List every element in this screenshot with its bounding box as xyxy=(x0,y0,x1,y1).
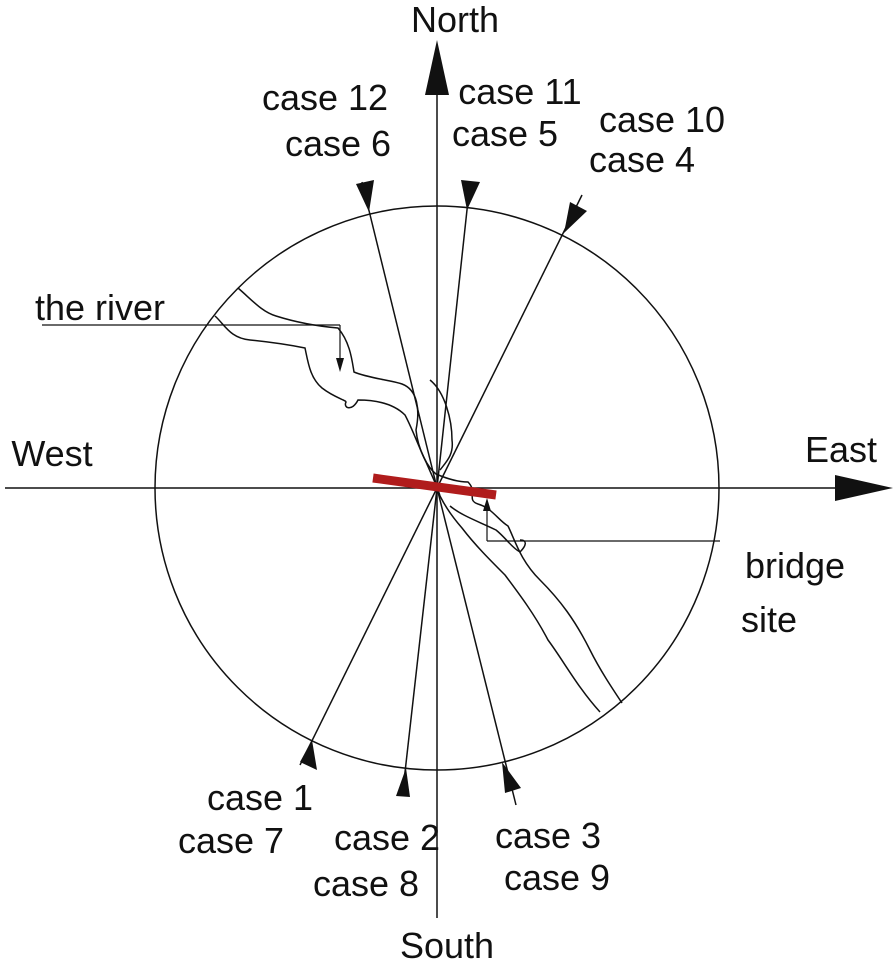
label-north: North xyxy=(411,0,499,40)
river-branch-east xyxy=(449,505,526,553)
wind-line-case-3-9 xyxy=(436,487,517,806)
label-bridge-line2: site xyxy=(741,599,797,640)
wind-arrow-case-10-4-icon xyxy=(564,202,587,233)
case-label-6: case 6 xyxy=(285,123,391,164)
river-inlet xyxy=(429,379,454,471)
label-east: East xyxy=(805,429,877,470)
case-label-11: case 11 xyxy=(458,71,581,112)
river-pointer-icon xyxy=(336,358,344,372)
label-river: the river xyxy=(35,287,165,328)
north-arrow-icon xyxy=(425,40,449,95)
river-bank-south xyxy=(214,315,601,713)
case-label-1: case 1 xyxy=(207,777,313,818)
bridge-pointer-icon xyxy=(483,498,491,511)
wind-line-case-11-5 xyxy=(436,181,471,489)
case-label-12: case 12 xyxy=(262,77,388,118)
label-west: West xyxy=(11,433,92,474)
east-arrow-icon xyxy=(835,475,893,501)
case-label-7: case 7 xyxy=(178,820,284,861)
wind-arrow-case-1-7-icon xyxy=(300,740,317,770)
case-label-8: case 8 xyxy=(313,863,419,904)
river-bank-north xyxy=(237,287,623,704)
case-label-2: case 2 xyxy=(334,817,440,858)
case-label-5: case 5 xyxy=(452,113,558,154)
case-label-9: case 9 xyxy=(504,857,610,898)
label-bridge-line1: bridge xyxy=(745,545,845,586)
wind-line-case-2-8 xyxy=(402,487,438,791)
wind-arrow-case-3-9-icon xyxy=(502,762,521,793)
wind-arrow-case-11-5-icon xyxy=(461,180,480,210)
label-south: South xyxy=(400,925,494,964)
case-label-10: case 10 xyxy=(599,99,725,140)
wind-line-case-1-7 xyxy=(299,487,438,766)
wind-arrow-case-12-6-icon xyxy=(356,180,374,212)
bridge-site xyxy=(372,473,497,500)
case-label-4: case 4 xyxy=(589,139,695,180)
case-label-3: case 3 xyxy=(495,815,601,856)
wind-line-case-12-6 xyxy=(361,181,438,489)
wind-line-case-10-4 xyxy=(436,194,583,489)
wind-arrow-case-2-8-icon xyxy=(396,768,410,797)
